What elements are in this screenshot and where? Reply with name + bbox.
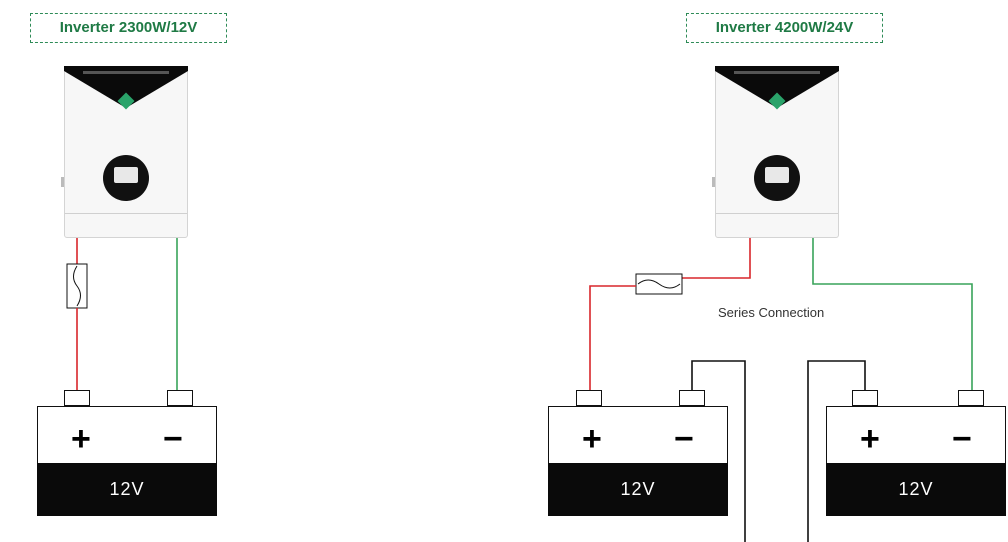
left-fuse-element: [73, 265, 81, 307]
battery-voltage-label: 12V: [37, 463, 217, 516]
left-battery-positive-terminal: [64, 390, 90, 406]
battery-voltage-label: 12V: [548, 463, 728, 516]
right-positive-wire: [682, 238, 751, 279]
left-battery-negative-terminal: [167, 390, 193, 406]
display-screen: [103, 155, 149, 201]
right-fuse-element: [637, 279, 681, 289]
plus-symbol: +: [582, 420, 602, 458]
battery1-positive-terminal: [576, 390, 602, 406]
right-battery-1: + − 12V: [548, 406, 728, 516]
plus-symbol: +: [860, 420, 880, 458]
right-negative-wire: [812, 238, 973, 390]
battery2-positive-terminal: [852, 390, 878, 406]
left-title: Inverter 2300W/12V: [30, 13, 227, 43]
right-positive-wire-lower: [589, 285, 636, 390]
battery2-negative-terminal: [958, 390, 984, 406]
series-jumper-left: [691, 360, 746, 542]
series-connection-caption: Series Connection: [718, 305, 825, 320]
right-inverter: [712, 66, 839, 238]
left-battery: + − 12V: [37, 406, 217, 516]
display-screen: [754, 155, 800, 201]
battery-voltage-label: 12V: [826, 463, 1006, 516]
series-jumper-right: [807, 360, 866, 542]
plus-symbol: +: [71, 420, 91, 458]
right-title: Inverter 4200W/24V: [686, 13, 883, 43]
left-inverter: [61, 66, 188, 238]
right-battery-2: + − 12V: [826, 406, 1006, 516]
minus-symbol: −: [952, 420, 972, 458]
minus-symbol: −: [674, 420, 694, 458]
minus-symbol: −: [163, 420, 183, 458]
battery1-negative-terminal: [679, 390, 705, 406]
left-title-text: Inverter 2300W/12V: [59, 19, 198, 36]
right-title-text: Inverter 4200W/24V: [715, 19, 854, 36]
